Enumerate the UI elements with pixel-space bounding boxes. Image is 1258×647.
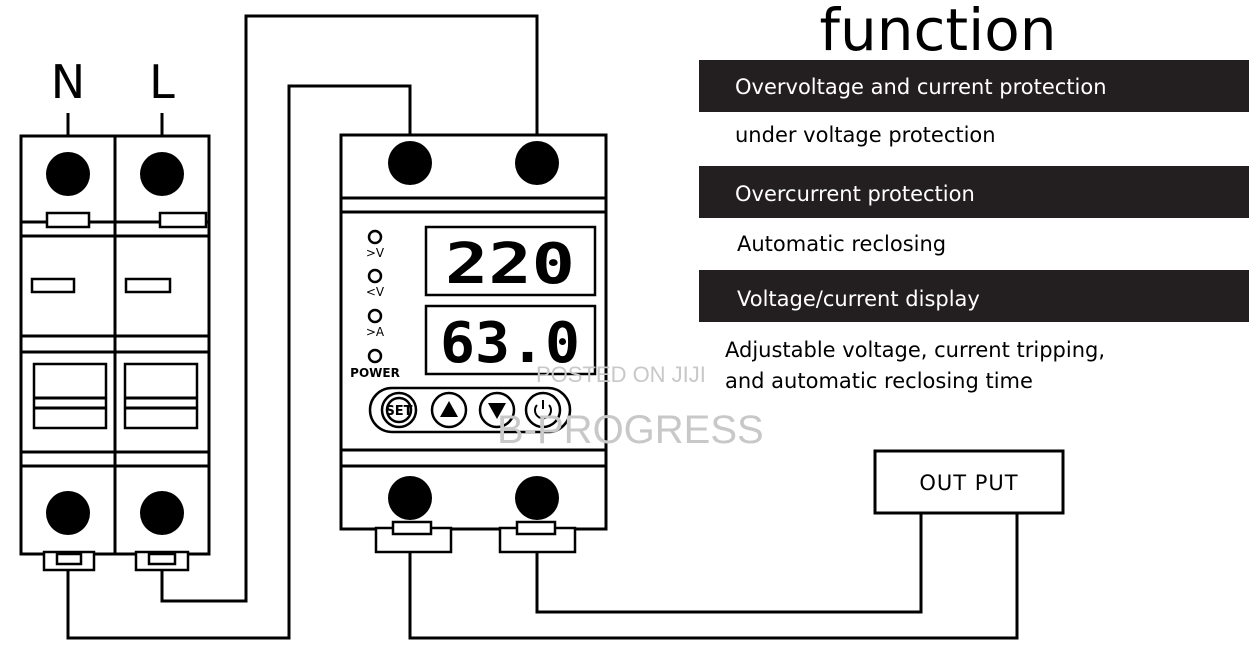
screw-icon [515,141,559,185]
function-item: Overcurrent protection [735,182,975,206]
voltage-protector: 220 63.0 >V <V >A POWER SET [339,133,608,554]
function-heading: function [820,0,1057,64]
breaker-lever-l[interactable] [123,362,199,430]
button-panel [368,386,572,434]
triangle-down-icon [488,403,506,419]
label-l: L [149,55,175,109]
function-item: Adjustable voltage, current tripping, [725,338,1105,362]
watermark-large: B-PROGRESS [497,408,764,452]
label-n: N [51,55,85,109]
screw-icon [515,476,559,520]
screw-icon [140,152,184,196]
function-item: under voltage protection [735,123,996,147]
wires [66,14,1019,640]
wire-live [160,14,539,603]
current-readout: 63.0 [440,311,580,376]
current-display [424,304,597,376]
wire-neutral [66,84,412,640]
voltage-display [424,225,597,297]
set-button-label: SET [385,404,412,419]
function-bar [699,60,1249,112]
screw-icon [46,152,90,196]
function-bar [699,166,1249,218]
down-button[interactable] [478,391,516,429]
function-item: and automatic reclosing time [725,369,1033,393]
triangle-up-icon [440,401,458,417]
screw-icon [140,491,184,535]
led-undervoltage [367,268,383,284]
power-button[interactable] [524,391,562,429]
wire-output-1 [408,512,1019,640]
indicator-label: >V [366,246,385,260]
screw-icon [388,141,432,185]
output-box: OUT PUT [873,449,1065,515]
screw-icon [46,491,90,535]
power-icon [534,400,552,420]
function-item: Automatic reclosing [737,232,946,256]
indicator-label: >A [366,325,385,339]
set-button[interactable]: SET [380,391,418,429]
function-item: Voltage/current display [737,287,980,311]
breaker-indicator-n [30,277,76,294]
indicator-label: POWER [350,366,400,380]
screw-icon [388,476,432,520]
breaker-indicator-l [124,277,172,294]
function-bar [699,270,1249,322]
circuit-breaker [19,134,211,572]
breaker-lever-n[interactable] [32,362,108,430]
led-overvoltage [367,229,383,245]
output-label: OUT PUT [919,471,1018,495]
voltage-readout: 220 [445,232,575,297]
wire-output-2 [535,512,923,614]
function-list: Overvoltage and current protection under… [699,60,1249,393]
function-item: Overvoltage and current protection [735,75,1107,99]
up-button[interactable] [430,391,468,429]
led-overcurrent [367,308,383,324]
led-power [367,348,383,364]
indicator-label: <V [366,285,385,299]
watermark-small: POSTED ON JIJI [536,362,706,387]
